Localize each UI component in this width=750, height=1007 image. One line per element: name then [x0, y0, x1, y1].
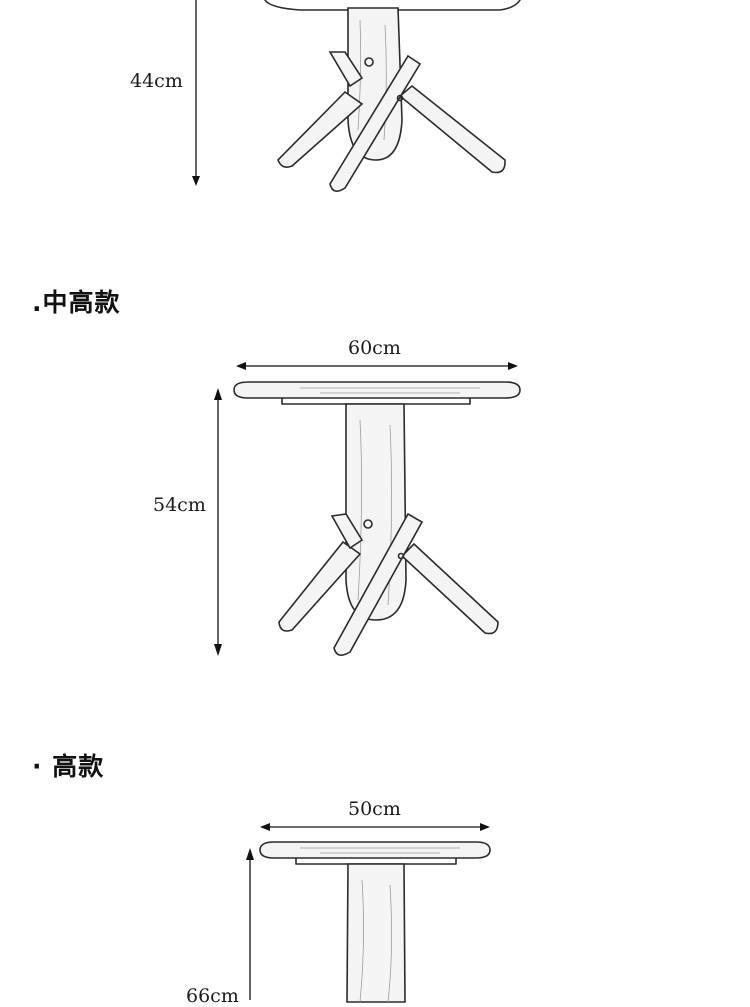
table-drawing-mid	[214, 362, 521, 656]
height-label-high: 66cm	[186, 985, 239, 1007]
width-label-high: 50cm	[348, 798, 401, 820]
section-title-high: · 高款	[32, 752, 105, 781]
width-label-mid: 60cm	[348, 337, 401, 359]
height-label-mid: 54cm	[153, 494, 206, 516]
section-title-mid: .中高款	[32, 288, 121, 317]
table-drawing-low	[192, 0, 521, 192]
table-drawing-high	[246, 823, 491, 1003]
height-label-low: 44cm	[130, 70, 183, 92]
